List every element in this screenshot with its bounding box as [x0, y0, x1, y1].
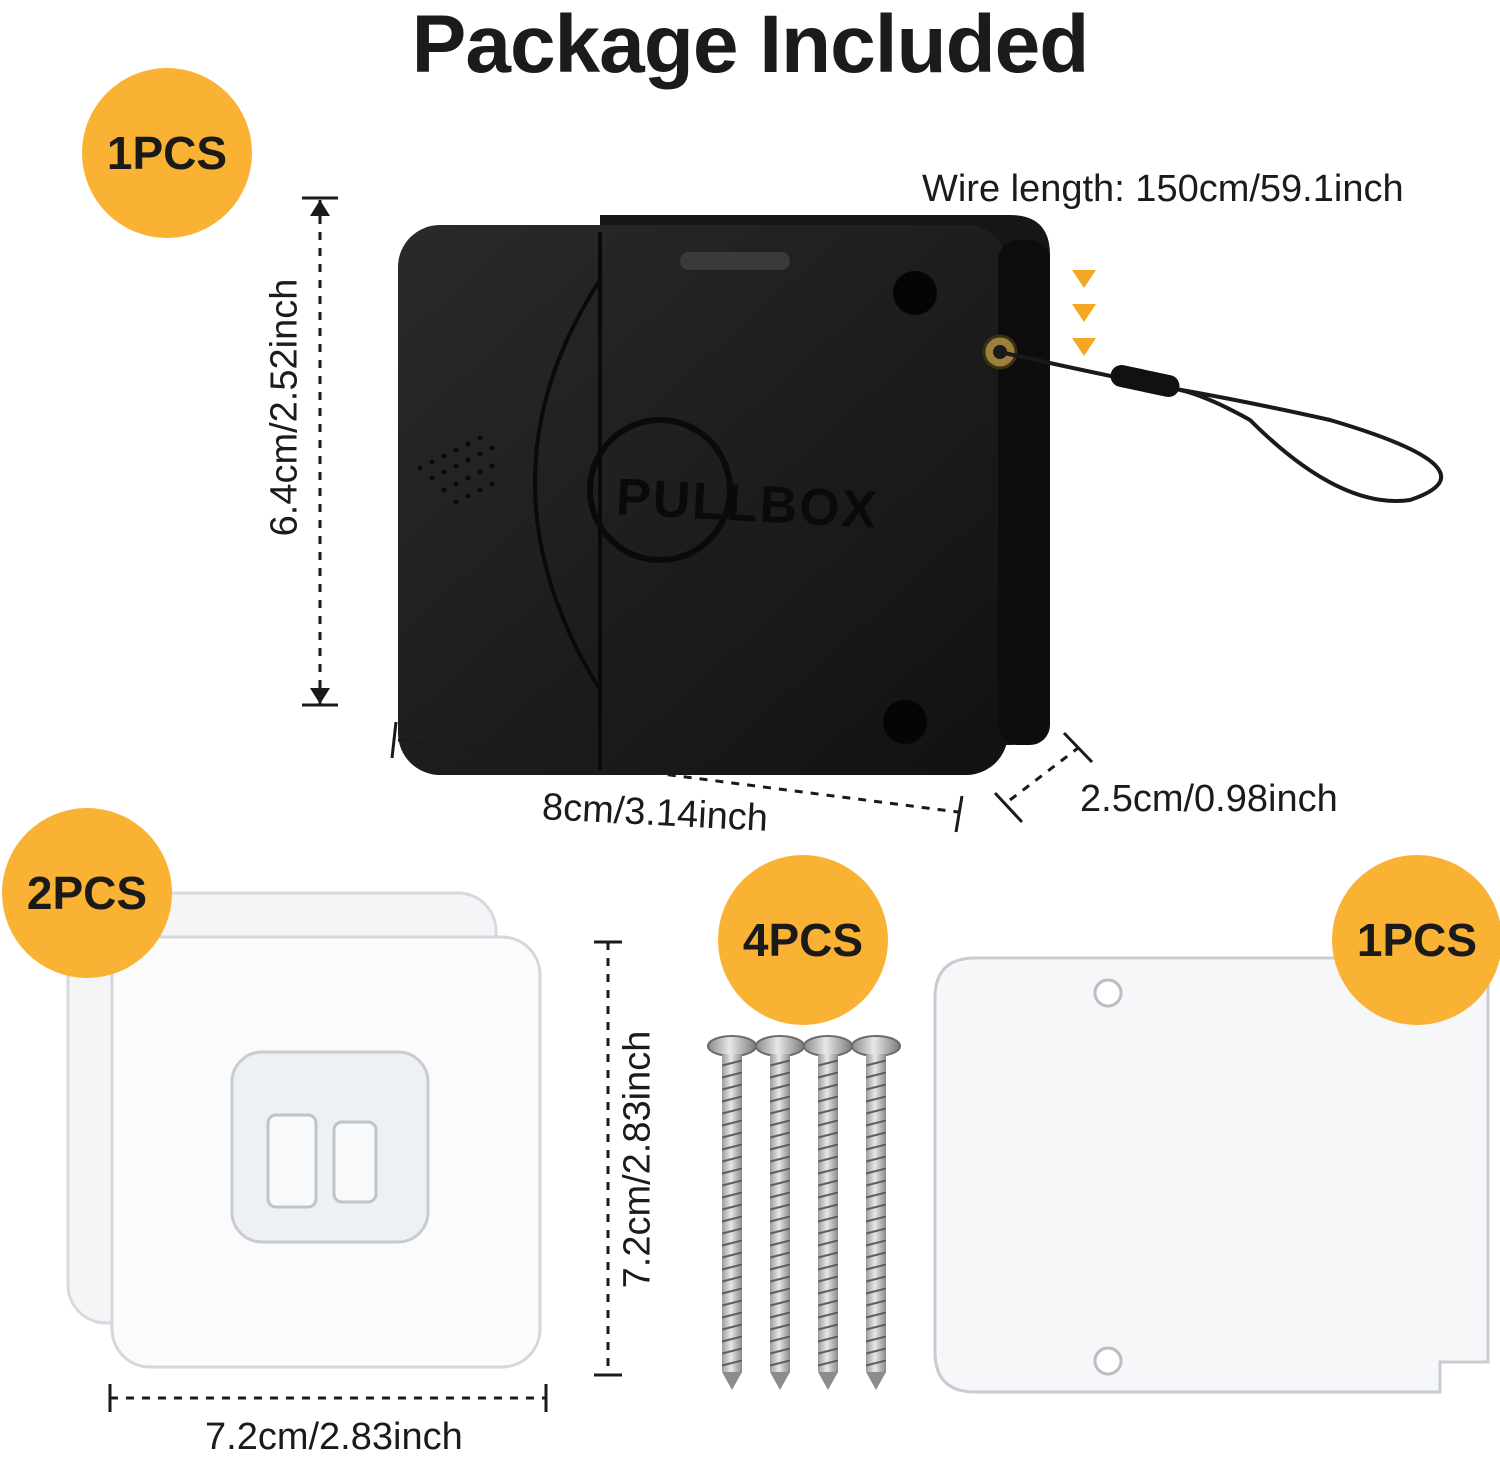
sticker-height-dimension — [594, 940, 622, 1377]
screw-icon — [707, 1035, 757, 1390]
box-depth-dimension — [993, 731, 1094, 824]
box-width-dimension — [390, 721, 964, 833]
badge-plate-quantity: 1PCS — [1332, 855, 1500, 1025]
pullbox-logo-icon — [587, 417, 733, 563]
sticker-width-label: 7.2cm/2.83inch — [205, 1416, 463, 1458]
mounting-plate — [933, 956, 1490, 1394]
badge-box-quantity: 1PCS — [82, 68, 252, 238]
mount-hole-top-icon — [893, 271, 937, 315]
mount-hole-bottom-icon — [883, 700, 927, 744]
screw-icon — [851, 1035, 901, 1390]
pullbox-device — [398, 215, 1444, 775]
box-height-label: 6.4cm/2.52inch — [263, 278, 306, 537]
vent-dots-icon — [417, 435, 495, 505]
screw-icon — [803, 1035, 853, 1390]
wire-direction-arrows-icon — [1072, 270, 1096, 356]
badge-sticker-quantity: 2PCS — [2, 808, 172, 978]
box-height-dimension — [302, 196, 338, 707]
page-title: Package Included — [411, 0, 1090, 90]
sticker-height-label: 7.2cm/2.83inch — [616, 1030, 659, 1289]
box-depth-label: 2.5cm/0.98inch — [1080, 778, 1338, 820]
wire-length-label: Wire length: 150cm/59.1inch — [922, 168, 1404, 210]
wire-loop-icon — [999, 350, 1444, 503]
screw-icon — [755, 1035, 805, 1390]
adhesive-sticker-pads — [66, 891, 542, 1369]
screws — [707, 1035, 901, 1390]
sticker-width-dimension — [108, 1384, 548, 1412]
badge-screw-quantity: 4PCS — [718, 855, 888, 1025]
